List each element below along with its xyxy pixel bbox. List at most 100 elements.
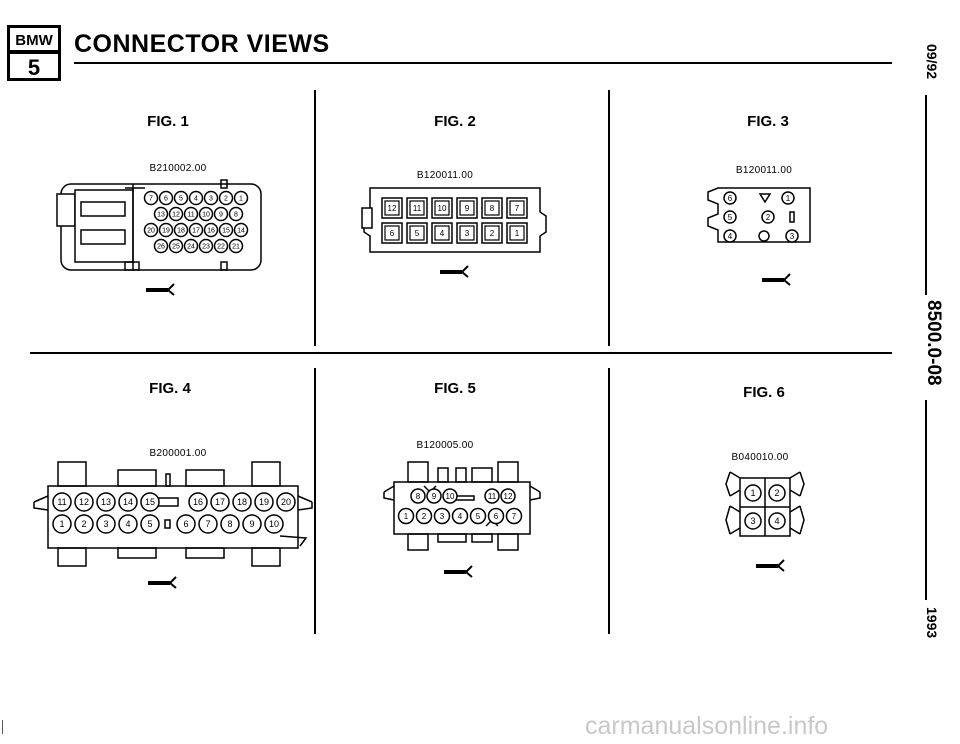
connector-pin: 15: [218, 222, 234, 238]
connector-pin: 6: [723, 191, 737, 205]
connector-pin: 14: [233, 222, 249, 238]
fig6-key-icon: [756, 558, 786, 577]
pin-number: 3: [465, 229, 470, 238]
connector-pin: 14: [118, 492, 138, 512]
fig4-code: B200001.00: [149, 448, 207, 459]
fig3-label: FIG. 3: [747, 113, 789, 130]
pin-number: 2: [774, 488, 779, 498]
connector-pin: 18: [232, 492, 252, 512]
middle-divider: [30, 352, 892, 354]
pin-number: 1: [786, 194, 791, 203]
connector-pin: 4: [118, 514, 138, 534]
pin-number: 3: [103, 519, 108, 529]
connector-pin: 12: [500, 488, 516, 504]
pin-number: 11: [413, 204, 422, 213]
pin-number: 8: [416, 492, 421, 501]
connector-pin: 3: [433, 507, 451, 525]
pin-number: 2: [766, 213, 771, 222]
pin-number: 9: [465, 204, 470, 213]
connector-pin: 10: [198, 206, 214, 222]
fig5-code: B120005.00: [416, 440, 474, 451]
connector-pin: 7: [505, 507, 523, 525]
pin-number: 1: [59, 519, 64, 529]
connector-pin: 17: [188, 222, 204, 238]
connector-pin: 5: [723, 210, 737, 224]
pin-number: 5: [179, 196, 183, 203]
connector-pin: 5: [406, 222, 428, 244]
connector-pin: 3: [96, 514, 116, 534]
fig1-key-icon: [146, 282, 176, 301]
connector-pin: 7: [506, 197, 528, 219]
connector-pin: 2: [481, 222, 503, 244]
connector-pin: 8: [228, 206, 244, 222]
fig5-key-icon: [444, 564, 474, 583]
pin-number: 4: [125, 519, 130, 529]
connector-pin: 6: [176, 514, 196, 534]
connector-pin: 7: [198, 514, 218, 534]
pin-number: 21: [232, 244, 240, 251]
pin-number: 17: [192, 228, 200, 235]
pin-number: 19: [259, 497, 269, 507]
connector-pin: 12: [74, 492, 94, 512]
pin-number: 12: [172, 212, 180, 219]
pin-number: 22: [217, 244, 225, 251]
pin-number: 3: [209, 196, 213, 203]
column-divider-left-bottom: [314, 368, 316, 634]
pin-number: 10: [446, 492, 455, 501]
connector-pin: 13: [153, 206, 169, 222]
connector-pin: 4: [723, 229, 737, 243]
connector-pin: 12: [168, 206, 184, 222]
connector-pin: 11: [52, 492, 72, 512]
pin-number: 1: [515, 229, 520, 238]
pin-number: 1: [750, 488, 755, 498]
pin-number: 10: [438, 204, 447, 213]
pin-number: 8: [234, 212, 238, 219]
pin-number: 9: [219, 212, 223, 219]
pin-number: 18: [237, 497, 247, 507]
connector-pin: 3: [744, 512, 762, 530]
connector-pin: 2: [761, 210, 775, 224]
fig1-code: B210002.00: [149, 163, 207, 174]
connector-pin: 2: [768, 484, 786, 502]
pin-number: 11: [488, 492, 497, 501]
connector-pin: 23: [198, 238, 214, 254]
connector-pin: 8: [481, 197, 503, 219]
connector-pin: 3: [785, 229, 799, 243]
logo-series: 5: [28, 55, 40, 80]
connector-pin: 6: [158, 190, 174, 206]
connector-pin: 1: [397, 507, 415, 525]
pin-number: 7: [512, 512, 517, 521]
connector-pin: 12: [381, 197, 403, 219]
connector-pin: 19: [254, 492, 274, 512]
connector-pin: 2: [415, 507, 433, 525]
logo-text: BMW: [15, 32, 53, 49]
page-title: CONNECTOR VIEWS: [74, 30, 330, 58]
connector-pin: 20: [143, 222, 159, 238]
pin-number: 12: [79, 497, 89, 507]
pin-number: 11: [187, 212, 194, 219]
pin-number: 2: [490, 229, 495, 238]
pin-number: 17: [215, 497, 225, 507]
connector-pin: 5: [469, 507, 487, 525]
connector-pin: 1: [506, 222, 528, 244]
connector-pin: 17: [210, 492, 230, 512]
pin-number: 15: [145, 497, 155, 507]
side-date: 09/92: [924, 44, 940, 80]
pin-number: 14: [123, 497, 133, 507]
pin-number: 9: [249, 519, 254, 529]
pin-number: 3: [790, 232, 795, 241]
pin-number: 8: [227, 519, 232, 529]
pin-number: 8: [490, 204, 495, 213]
pin-number: 5: [147, 519, 152, 529]
connector-pin: 4: [431, 222, 453, 244]
side-page-number: 8500.0-08: [923, 300, 944, 386]
pin-number: 16: [193, 497, 203, 507]
connector-pin: 15: [140, 492, 160, 512]
pin-number: 1: [239, 196, 243, 203]
column-divider-left-top: [314, 90, 316, 346]
pin-number: 2: [422, 512, 427, 521]
connector-pin: 8: [410, 488, 426, 504]
title-rule: [74, 62, 892, 64]
connector-pin: 11: [484, 488, 500, 504]
